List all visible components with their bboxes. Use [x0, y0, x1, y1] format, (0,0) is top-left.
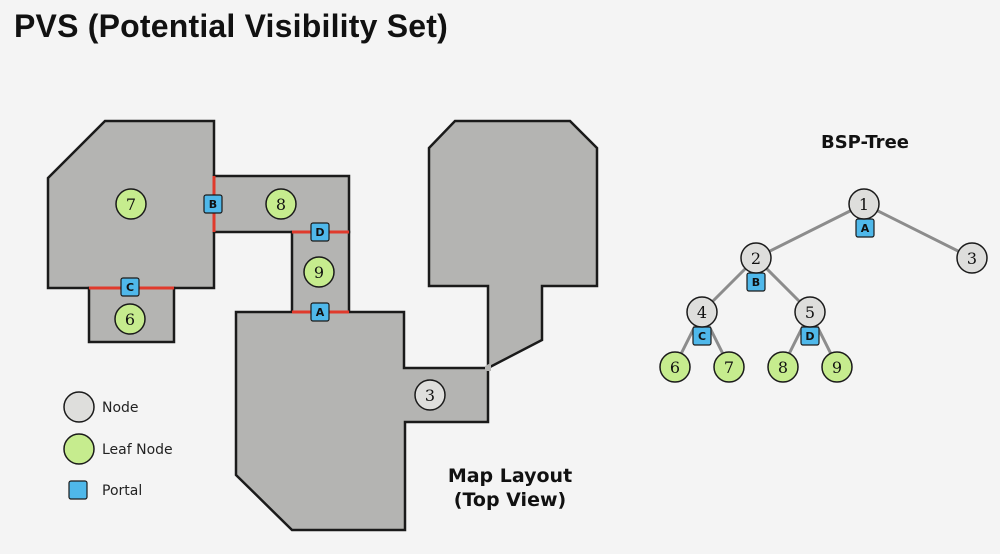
- tree-node-1-label: 1: [859, 195, 869, 214]
- tree-node-3-label: 3: [967, 249, 977, 268]
- tree-node-2-label: 2: [751, 249, 761, 268]
- tree-portals: A B C D: [692, 218, 875, 346]
- map-leaf-6-label: 6: [125, 310, 135, 329]
- legend-leaf-icon: [63, 433, 95, 465]
- legend-node-label: Node: [102, 400, 139, 416]
- map-portals: B C D A: [120, 194, 330, 322]
- map-leaf-9: [303, 256, 335, 288]
- edge-1-2: [755, 202, 865, 260]
- map-portal-b: [203, 194, 223, 214]
- tree-leaf-7: [713, 351, 745, 383]
- map-portal-b-label: B: [209, 198, 217, 211]
- map-layout-caption: Map Layout (Top View): [430, 464, 590, 512]
- map-caption-line-1: Map Layout: [447, 465, 573, 487]
- tree-node-5: [794, 296, 826, 328]
- map-node-3: [414, 379, 446, 411]
- map-leaf-9-label: 9: [314, 263, 324, 282]
- map-leaf-8: [265, 188, 297, 220]
- legend-leaf-label: Leaf Node: [102, 442, 173, 458]
- tree-leaf-9-label: 9: [832, 358, 842, 377]
- legend-node-icon: [63, 391, 95, 423]
- map-caption-line-2: (Top View): [453, 489, 567, 511]
- tree-node-4: [686, 296, 718, 328]
- tree-inner-nodes: 1 2 3 4 5: [686, 188, 988, 328]
- tree-portal-c-label: C: [698, 330, 706, 343]
- legend-portal-icon: [68, 480, 88, 500]
- tree-portal-b-label: B: [752, 276, 760, 289]
- legend-portal-label: Portal: [102, 483, 142, 499]
- bsp-edges: [673, 202, 973, 367]
- map-leaf-7: [115, 188, 147, 220]
- page-title: PVS (Potential Visibility Set): [14, 8, 448, 44]
- map-leaf-7-label: 7: [126, 195, 136, 214]
- tree-node-5-label: 5: [805, 303, 815, 322]
- bsp-tree-title: BSP-Tree: [821, 132, 909, 153]
- map-portal-a: [310, 302, 330, 322]
- map-node-3-label: 3: [425, 386, 435, 405]
- tree-portal-d-label: D: [805, 330, 814, 343]
- tree-node-4-label: 4: [697, 303, 707, 322]
- map-leaf-6: [114, 303, 146, 335]
- edge-1-3: [863, 202, 973, 260]
- legend: Node Leaf Node Portal: [63, 391, 173, 500]
- tree-portal-a-label: A: [861, 222, 870, 235]
- tree-leaf-8: [767, 351, 799, 383]
- map-portal-c: [120, 277, 140, 297]
- map-leaf-labels: 7 8 9 6 3: [114, 188, 446, 411]
- tree-leaf-7-label: 7: [724, 358, 734, 377]
- bsp-tree: A B C D 1 2 3 4 5 6 7: [659, 188, 988, 383]
- tree-leaf-nodes: 6 7 8 9: [659, 351, 853, 383]
- tree-leaf-6-label: 6: [670, 358, 680, 377]
- tree-node-2: [740, 242, 772, 274]
- map-portal-d: [310, 222, 330, 242]
- map-portal-d-label: D: [315, 226, 324, 239]
- map-portal-a-label: A: [316, 306, 325, 319]
- tree-node-1: [848, 188, 880, 220]
- map-portal-c-label: C: [126, 281, 134, 294]
- tree-node-3: [956, 242, 988, 274]
- tree-leaf-9: [821, 351, 853, 383]
- tree-leaf-6: [659, 351, 691, 383]
- tree-leaf-8-label: 8: [778, 358, 788, 377]
- map-leaf-8-label: 8: [276, 195, 286, 214]
